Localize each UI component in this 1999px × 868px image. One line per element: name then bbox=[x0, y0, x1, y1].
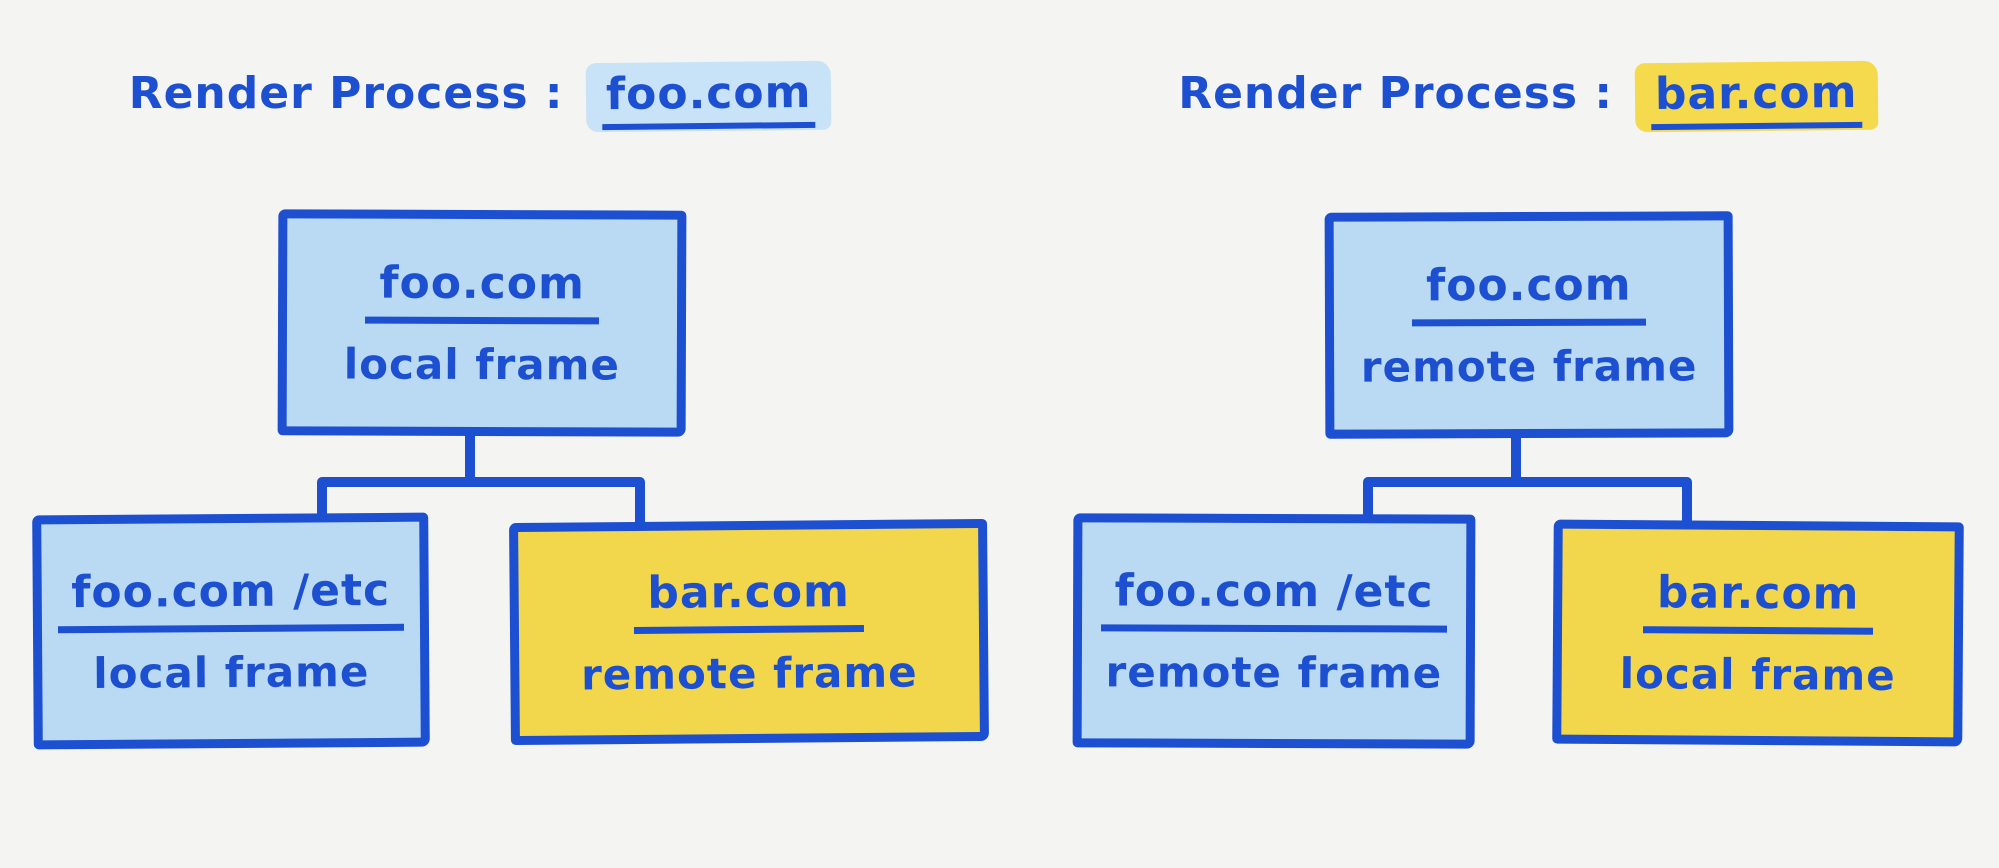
frame-box-foo-child-etc: foo.com /etc local frame bbox=[32, 512, 430, 750]
frame-type-label: remote frame bbox=[1360, 340, 1698, 392]
title-prefix: Render Process : bbox=[128, 68, 564, 119]
title-domain-highlight: bar.com bbox=[1634, 60, 1879, 133]
title-domain-highlight: foo.com bbox=[585, 60, 832, 133]
frame-domain: foo.com /etc bbox=[1100, 564, 1448, 633]
frame-domain: foo.com bbox=[365, 257, 599, 324]
frame-type-label: local frame bbox=[93, 646, 370, 698]
frame-domain: bar.com bbox=[1642, 566, 1874, 635]
frame-type-label: remote frame bbox=[580, 647, 918, 699]
frame-type-label: local frame bbox=[1619, 648, 1896, 700]
frame-domain: bar.com bbox=[633, 565, 865, 634]
title-domain: bar.com bbox=[1651, 66, 1863, 131]
title-domain: foo.com bbox=[601, 66, 816, 131]
frame-domain: foo.com bbox=[1412, 259, 1646, 326]
render-process-title-bar: Render Process : bar.com bbox=[1148, 60, 1908, 133]
render-process-title-foo: Render Process : foo.com bbox=[100, 60, 860, 133]
frame-box-foo-child-bar: bar.com remote frame bbox=[509, 518, 989, 746]
frame-domain: foo.com /etc bbox=[57, 564, 405, 633]
frame-box-bar-root: foo.com remote frame bbox=[1324, 211, 1734, 439]
title-prefix: Render Process : bbox=[1178, 68, 1613, 119]
frame-type-label: remote frame bbox=[1105, 646, 1443, 698]
frame-type-label: local frame bbox=[343, 339, 620, 389]
frame-box-foo-root: foo.com local frame bbox=[277, 209, 687, 437]
frame-box-bar-child-etc: foo.com /etc remote frame bbox=[1072, 513, 1476, 749]
frame-box-bar-child-local: bar.com local frame bbox=[1552, 519, 1964, 747]
